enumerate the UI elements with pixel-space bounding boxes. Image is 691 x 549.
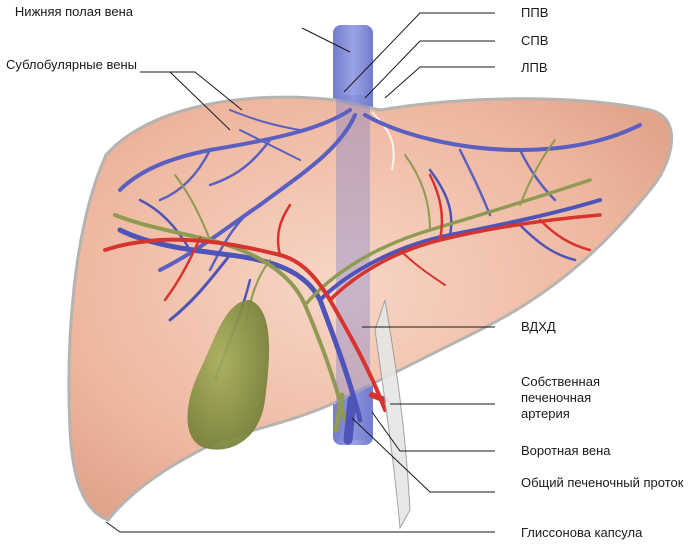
label-portal-vein: Воротная вена [521,443,681,459]
label-lhv: ЛПВ [521,60,681,76]
label-cbd-sup: ВДХД [521,319,681,335]
label-rhv: ППВ [521,5,681,21]
label-mhv: СПВ [521,33,681,49]
leader-duct [352,418,495,492]
label-common-hepatic-duct: Общий печеночный проток [521,475,686,491]
leader-lhv [385,67,495,98]
portal-vein-exit [348,400,352,440]
label-ivc: Нижняя полая вена [0,4,133,20]
label-glisson-capsule: Глиссонова капсула [521,525,689,541]
label-hepatic-artery: Собственная печеночная артерия [521,374,636,422]
label-sublobular-veins: Сублобулярные вены [0,57,137,73]
leader-glisson [106,522,495,532]
artery-exit [372,395,385,400]
